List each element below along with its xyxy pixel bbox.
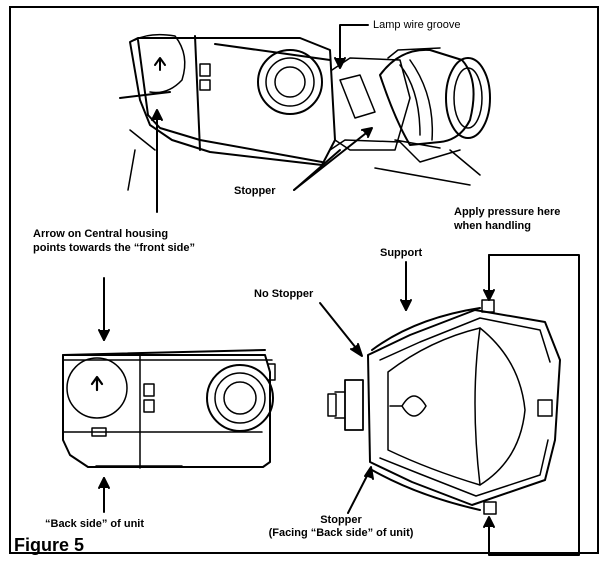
label-lamp-wire-groove: Lamp wire groove (373, 19, 461, 31)
label-apply-pressure-line2: when handling (454, 220, 531, 232)
figure-frame (9, 6, 599, 554)
label-arrow-line2: points towards the “front side” (33, 242, 195, 254)
label-back-side: “Back side” of unit (45, 518, 145, 530)
label-no-stopper: No Stopper (254, 288, 314, 300)
projector-top-view (119, 33, 491, 191)
label-stopper-top: Stopper (234, 185, 276, 197)
label-stopper-bottom-line1: Stopper (320, 514, 362, 526)
label-apply-pressure-line1: Apply pressure here (454, 206, 561, 218)
label-support: Support (380, 247, 423, 259)
figure-title: Figure 5 (14, 535, 85, 555)
label-arrow-line1: Arrow on Central housing (33, 228, 169, 240)
label-stopper-bottom-line2: (Facing “Back side” of unit) (268, 527, 414, 539)
unit-side-view (62, 349, 276, 469)
